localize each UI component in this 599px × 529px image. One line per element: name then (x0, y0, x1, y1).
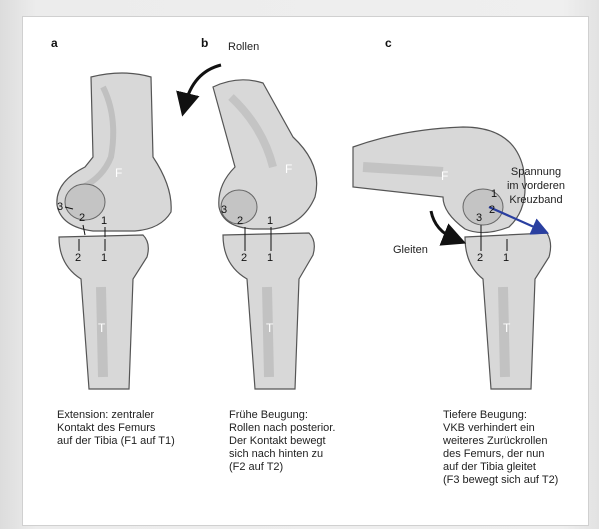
panel-b-tibia-point-2: 2 (241, 252, 247, 264)
knee-figure: a F T 3 2 1 2 1 (22, 16, 589, 526)
caption-line: weiteres Zurückrollen (443, 435, 558, 448)
panel-b-tibia-point-1: 1 (267, 252, 273, 264)
panel-c-tibia-label: T (503, 321, 511, 335)
panel-a: a F T 3 2 1 2 1 (51, 36, 171, 389)
caption-line: Extension: zentraler (57, 409, 175, 422)
panel-b-tibia-label: T (266, 321, 274, 335)
caption-line: auf der Tibia gleitet (443, 461, 558, 474)
panel-b-femur-point-3: 3 (221, 204, 227, 216)
caption-line: VKB verhindert ein (443, 422, 558, 435)
panel-c-arrow-label: Gleiten (393, 244, 428, 256)
tension-label-line-3: Kreuzband (509, 194, 562, 206)
panel-c-femur-point-1: 1 (491, 188, 497, 200)
caption-line: des Femurs, der nun (443, 448, 558, 461)
panel-a-femur-point-1: 1 (101, 215, 107, 227)
caption-line: (F3 bewegt sich auf T2) (443, 474, 558, 487)
panel-a-letter: a (51, 36, 58, 50)
caption-line: Rollen nach posterior. (229, 422, 335, 435)
panel-c-letter: c (385, 36, 392, 50)
panel-c-femur-point-2: 2 (489, 204, 495, 216)
panel-a-tibia-label: T (98, 321, 106, 335)
panel-b-arrow-label: Rollen (228, 41, 259, 53)
panel-c-caption: Tiefere Beugung: VKB verhindert ein weit… (443, 409, 558, 487)
panel-b: b Rollen F T 3 2 1 2 1 (185, 36, 317, 389)
caption-line: Frühe Beugung: (229, 409, 335, 422)
panel-a-femur-point-2: 2 (79, 212, 85, 224)
tension-label-line-2: im vorderen (507, 180, 565, 192)
panel-c: c F T Gleiten Spannung im vorderen Kreuz… (353, 36, 565, 389)
caption-line: (F2 auf T2) (229, 461, 335, 474)
rolling-arrow (185, 65, 221, 105)
tension-label-line-1: Spannung (511, 166, 561, 178)
panel-a-femur-label: F (115, 166, 122, 180)
panel-b-letter: b (201, 36, 208, 50)
caption-line: sich nach hinten zu (229, 448, 335, 461)
caption-line: Tiefere Beugung: (443, 409, 558, 422)
panel-b-caption: Frühe Beugung: Rollen nach posterior. De… (229, 409, 335, 474)
panel-c-tibia-point-1: 1 (503, 252, 509, 264)
panel-c-femur-label: F (441, 169, 448, 183)
panel-a-femur-point-3: 3 (57, 201, 63, 213)
caption-line: auf der Tibia (F1 auf T1) (57, 435, 175, 448)
panel-c-tibia-point-2: 2 (477, 252, 483, 264)
caption-line: Kontakt des Femurs (57, 422, 175, 435)
panel-c-femur-point-3: 3 (476, 212, 482, 224)
panel-b-femur-point-2: 2 (237, 215, 243, 227)
panel-a-tibia-point-1: 1 (101, 252, 107, 264)
panel-a-caption: Extension: zentraler Kontakt des Femurs … (57, 409, 175, 448)
caption-line: Der Kontakt bewegt (229, 435, 335, 448)
panel-a-tibia-point-2: 2 (75, 252, 81, 264)
panel-b-femur-label: F (285, 162, 292, 176)
panel-b-femur-point-1: 1 (267, 215, 273, 227)
